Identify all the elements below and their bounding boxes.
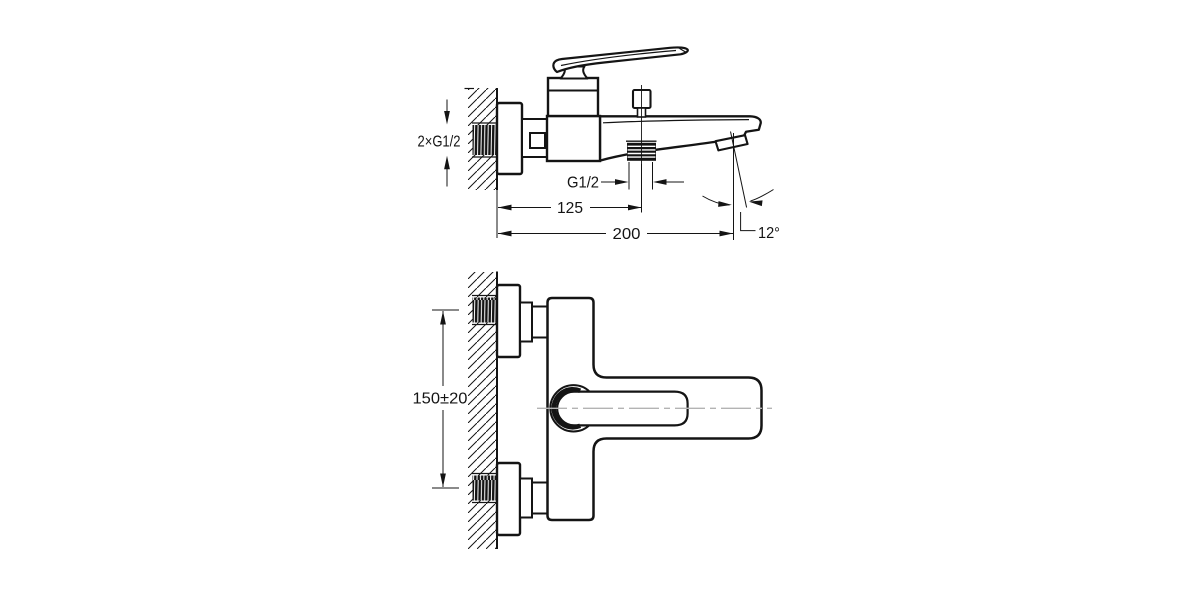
- dim-arrow: [719, 230, 733, 237]
- lever-top-edge-line: [560, 49, 677, 67]
- dim-label-inlet-spacing: 150±20: [413, 391, 468, 408]
- dim-arrow: [444, 111, 450, 125]
- wall-connector: [519, 477, 533, 519]
- dim-inlet-spacing: 150±20: [413, 309, 468, 489]
- dim-200: 200: [498, 226, 733, 243]
- angle-arc: [750, 189, 774, 202]
- dim-arrow: [718, 201, 733, 208]
- dim-arrow: [444, 155, 450, 170]
- lever-tip-line: [679, 47, 687, 54]
- side-view: 2×G1/2 G1/2 125 200: [418, 46, 780, 243]
- dim-label-wall-thread: 2×G1/2: [418, 134, 461, 151]
- spout-edge-line: [602, 119, 750, 124]
- connector-step: [531, 481, 549, 515]
- dim-arrow: [628, 204, 642, 211]
- cartridge-housing: [546, 76, 600, 118]
- lever-handle: [552, 46, 689, 74]
- connector-notch: [529, 132, 546, 149]
- thread-block: [472, 125, 497, 155]
- dim-wall-thread: 2×G1/2: [418, 99, 461, 187]
- wall-escutcheon: [495, 101, 524, 176]
- dim-label-125: 125: [557, 200, 583, 217]
- thread-block: [472, 297, 497, 323]
- angle-slanted-line: [730, 131, 748, 208]
- dim-label-angle: 12°: [758, 225, 780, 242]
- wall-escutcheon: [495, 461, 522, 537]
- dim-arrow: [440, 473, 446, 487]
- dim-label-200: 200: [613, 226, 641, 243]
- wall-connector: [519, 301, 533, 343]
- front-view: 150±20: [413, 271, 772, 549]
- dim-outlet-thread: G1/2: [567, 162, 684, 192]
- dim-label-outlet-thread: G1/2: [567, 175, 599, 192]
- leader-line: [740, 212, 756, 232]
- connector-step: [531, 305, 549, 339]
- thread-block: [472, 475, 497, 501]
- dim-125: 125: [498, 164, 642, 217]
- valve-body: [545, 114, 602, 163]
- dim-arrow: [653, 179, 667, 185]
- dim-spout-angle: 12°: [702, 131, 780, 242]
- dim-arrow: [615, 179, 629, 185]
- wall-inlet-thread: [472, 122, 497, 158]
- wall-escutcheon: [495, 283, 522, 359]
- spout-tip-aerator: [714, 134, 749, 152]
- dim-arrow: [748, 198, 763, 207]
